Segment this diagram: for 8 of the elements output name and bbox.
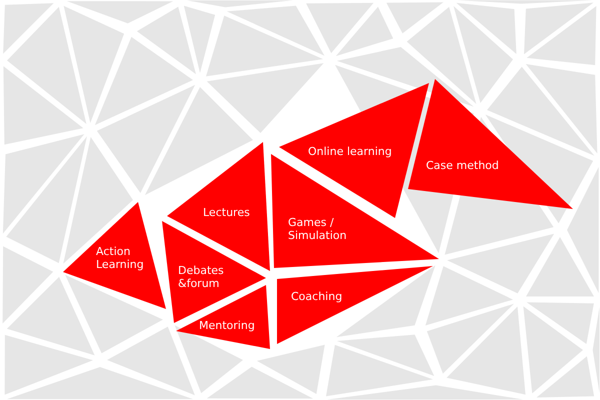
tile-label: Case method xyxy=(426,159,499,172)
tile-label: Online learning xyxy=(308,145,392,158)
tile-label: Games / Simulation xyxy=(288,216,348,242)
tile-label: Debates &forum xyxy=(178,264,225,290)
tile-label: Lectures xyxy=(203,206,250,219)
tile-label: Coaching xyxy=(291,290,342,303)
tile-label: Action Learning xyxy=(96,245,145,271)
tile-label: Mentoring xyxy=(199,319,255,332)
